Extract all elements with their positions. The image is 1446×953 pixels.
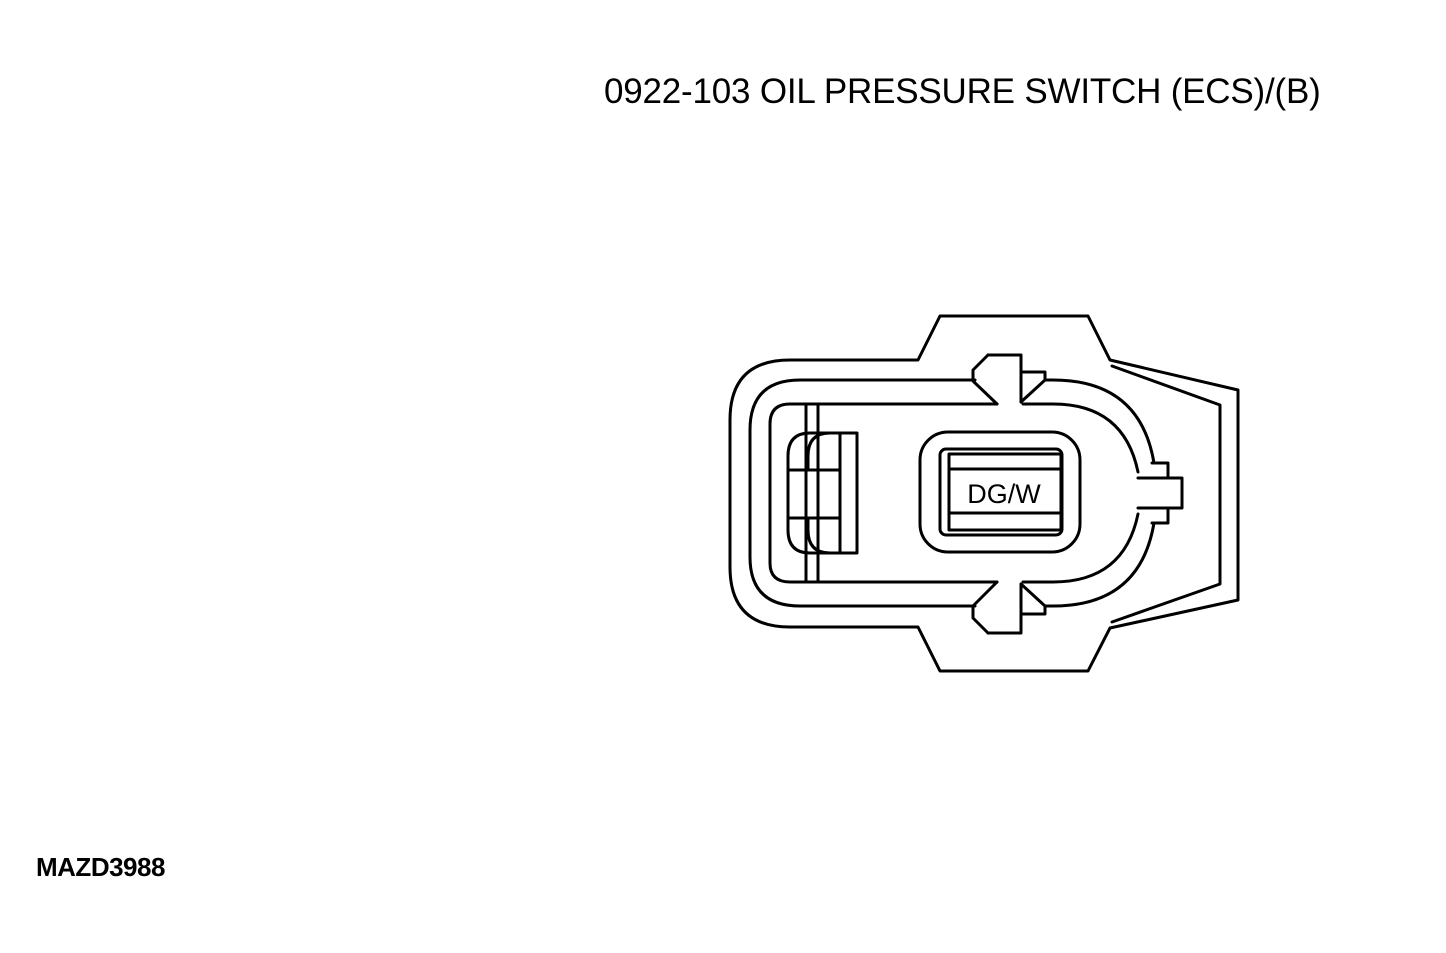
housing-flare-inner (1110, 364, 1222, 624)
terminal-wire-color-label: DG/W (967, 479, 1041, 509)
terminal-cavity: DG/W (918, 430, 1082, 554)
connector-housing (728, 314, 1240, 673)
terminal-cavity-outer (918, 430, 1082, 554)
terminal-pin (947, 452, 1063, 532)
shell-outer-wall-right (1043, 378, 1156, 465)
diagram-title: 0922-103 OIL PRESSURE SWITCH (ECS)/(B) (604, 72, 1321, 111)
locking-tab-bottom (971, 580, 1047, 635)
shell-inner-wall-right (1021, 402, 1140, 474)
left-latch (786, 402, 859, 584)
housing-outer-outline (728, 314, 1240, 673)
shell-inner-wall (768, 402, 999, 584)
connector-shell (748, 378, 1156, 608)
locking-tab-top (971, 353, 1047, 406)
shell-outer-wall (748, 378, 977, 608)
locking-tab-right (1136, 461, 1184, 525)
figure-id: MAZD3988 (36, 852, 165, 882)
shell-inner-wall-right-bottom (1021, 512, 1140, 584)
shell-outer-wall-right-bottom (1043, 521, 1156, 608)
